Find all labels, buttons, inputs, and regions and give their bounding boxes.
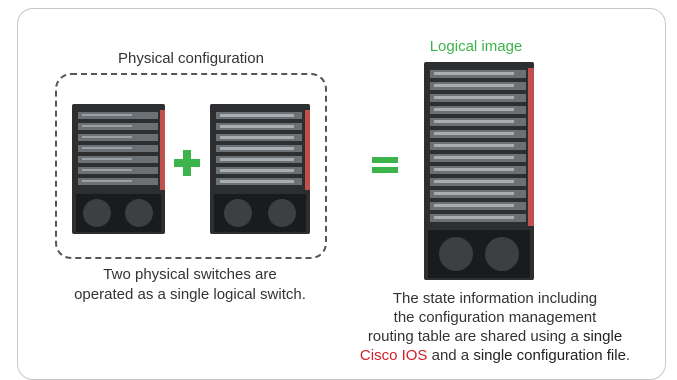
physical-switch-1 <box>72 104 165 234</box>
logical-caption-line-4: Cisco IOS and a single configuration fil… <box>318 347 672 365</box>
logical-caption-line-4-mid: and a <box>427 347 474 364</box>
highlight-cisco-ios: Cisco IOS <box>359 347 428 364</box>
physical-caption-line-2: operated as a single logical switch. <box>74 286 306 303</box>
highlight-single-configuration-file: single configuration file <box>473 347 626 364</box>
highlight-single: single <box>582 328 623 345</box>
logical-image-title: Logical image <box>429 38 523 55</box>
logical-switch <box>424 62 534 280</box>
logical-caption-line-2: the configuration management <box>393 309 597 326</box>
logical-caption-line-3: routing table are shared using a single <box>330 328 660 346</box>
physical-switch-2 <box>210 104 310 234</box>
physical-config-group <box>55 73 327 259</box>
plus-icon <box>174 150 200 176</box>
logical-caption-line-3-text: routing table are shared using a <box>367 328 583 345</box>
logical-caption-line-1: The state information including <box>392 290 598 307</box>
physical-caption-line-1: Two physical switches are <box>103 266 277 283</box>
physical-config-title: Physical configuration <box>118 50 264 67</box>
logical-caption-line-4-end: . <box>625 347 631 364</box>
equals-icon <box>372 157 398 173</box>
